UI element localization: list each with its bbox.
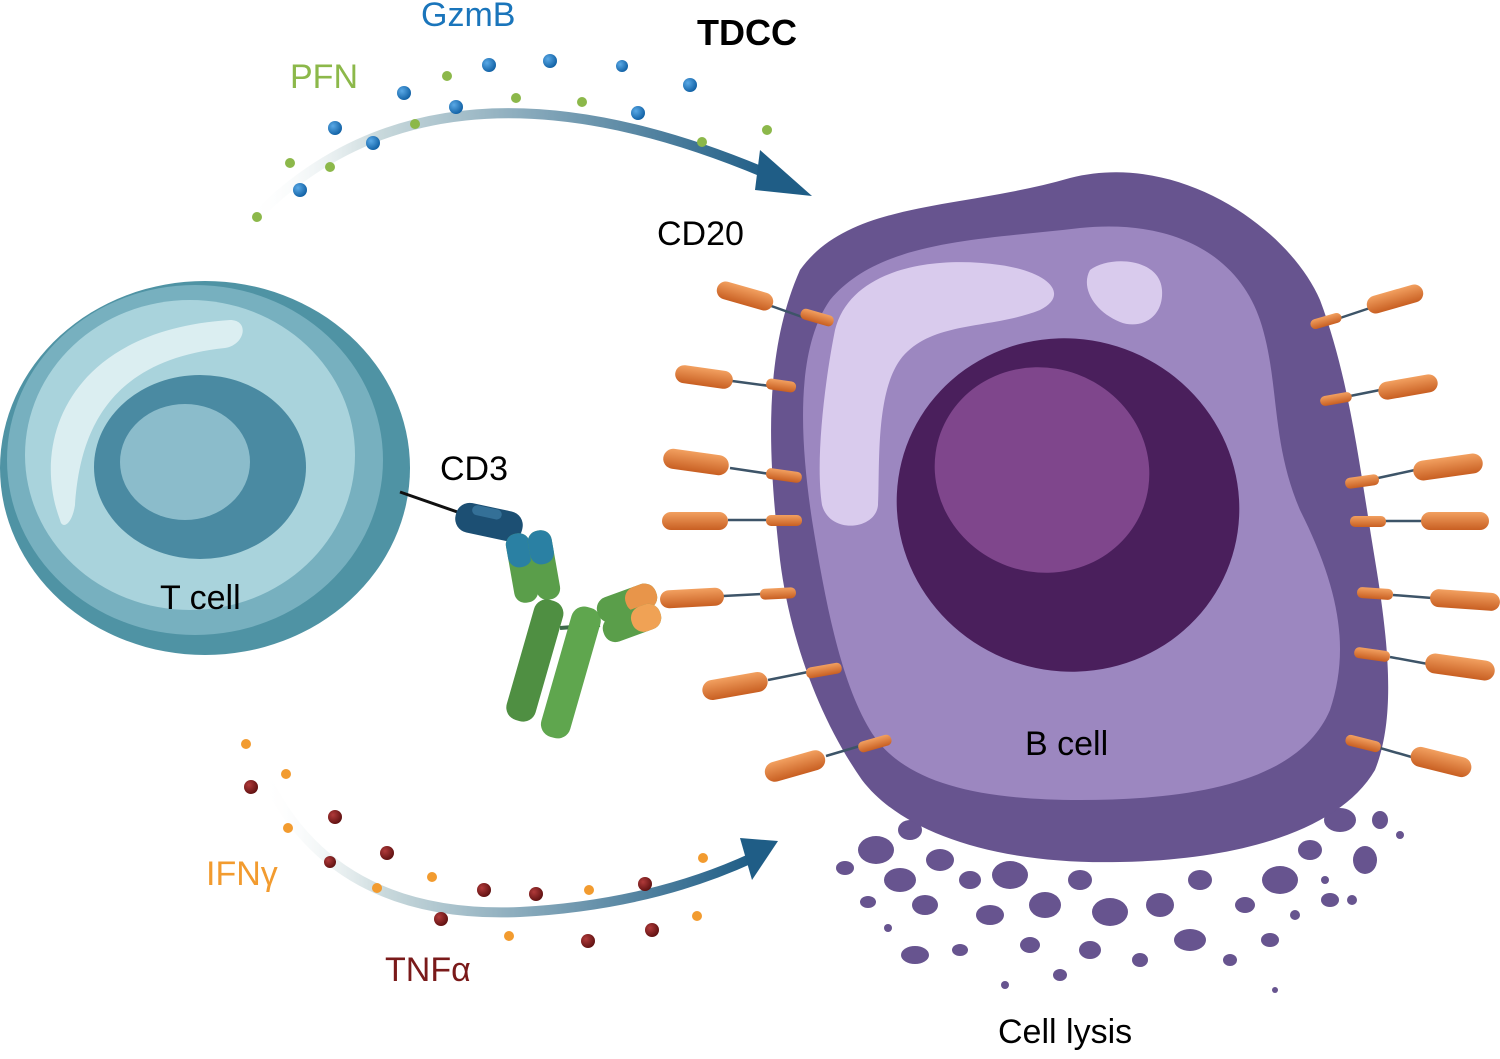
ifng-label: IFNγ — [206, 855, 278, 893]
t-cell — [0, 281, 410, 655]
lysis-debris — [836, 808, 1404, 993]
tnfa-dots — [244, 780, 659, 948]
b-cell-label: B cell — [1025, 725, 1109, 763]
cd3-label: CD3 — [440, 450, 509, 488]
pfn-dots — [252, 71, 772, 222]
cd20-receptors-right — [1310, 284, 1500, 778]
tnfa-label: TNFα — [385, 951, 471, 989]
tdcc-label: TDCC — [697, 12, 797, 53]
cd20-receptors-left — [660, 281, 892, 782]
b-cell — [771, 172, 1389, 863]
antibody — [505, 530, 662, 739]
gzmb-label: GzmB — [421, 0, 516, 34]
cd3-receptor — [399, 490, 523, 542]
ifng-dots — [241, 739, 708, 941]
bottom-arrow — [257, 765, 778, 918]
cell-lysis-label: Cell lysis — [998, 1013, 1133, 1051]
pfn-label: PFN — [290, 58, 358, 96]
top-arrow — [243, 108, 812, 230]
t-cell-label: T cell — [160, 579, 241, 617]
gzmb-dots — [293, 54, 697, 197]
cd20-label: CD20 — [657, 215, 744, 253]
